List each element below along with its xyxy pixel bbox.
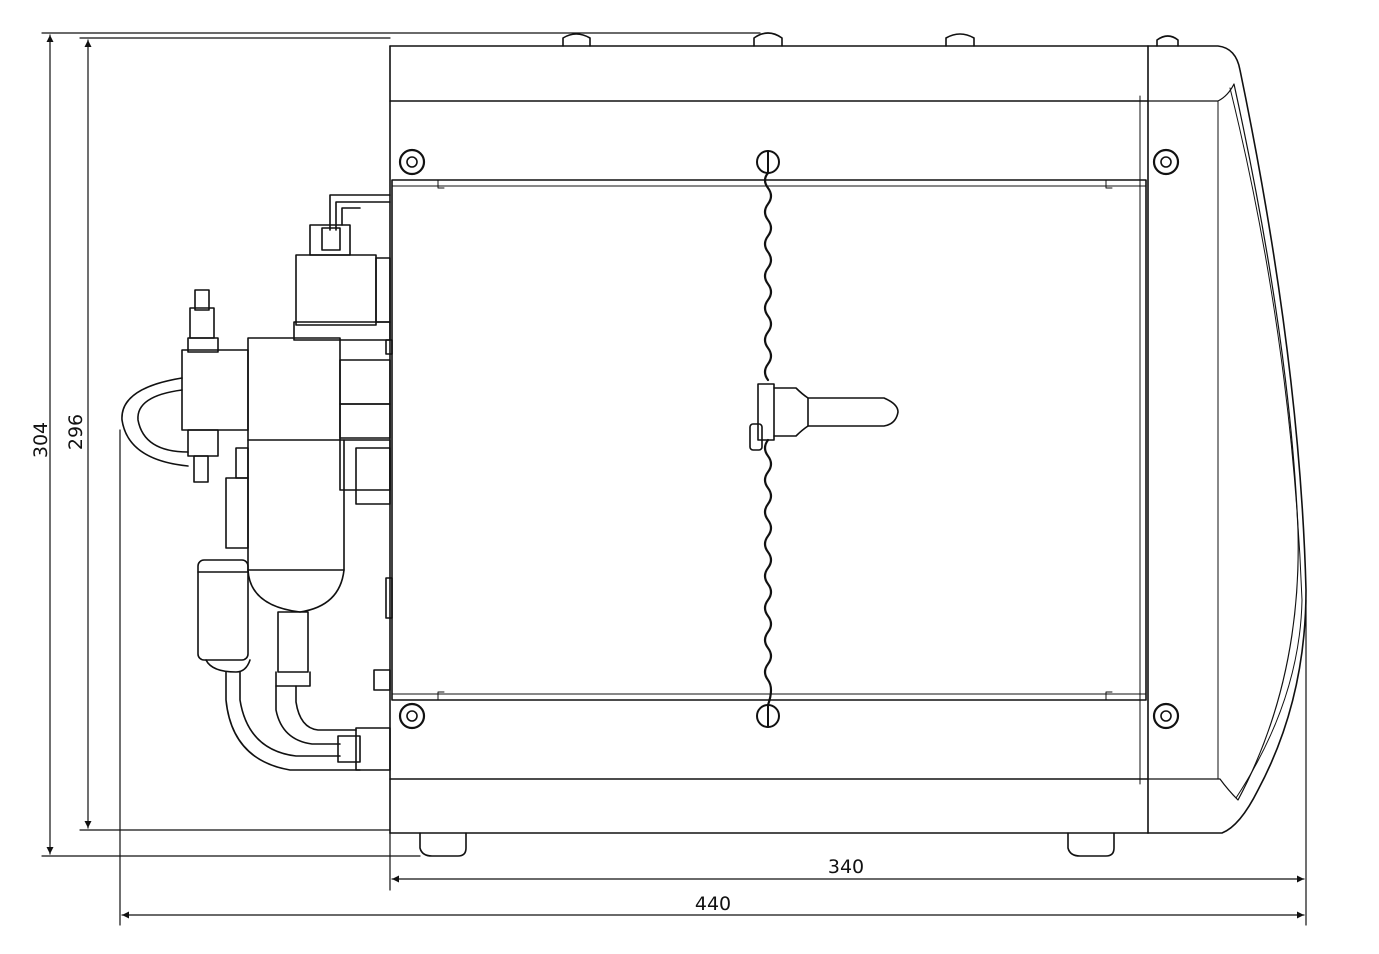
dimensions xyxy=(41,32,1307,926)
dim-label-housing-width: 340 xyxy=(828,856,864,878)
dim-label-overall-height: 304 xyxy=(30,422,52,458)
side-components xyxy=(121,194,393,771)
top-fittings xyxy=(562,32,1179,47)
front-bezel xyxy=(1147,45,1307,834)
latch-handle xyxy=(749,383,899,451)
feet xyxy=(419,832,1115,857)
center-cord xyxy=(756,150,780,728)
dim-label-overall-width: 440 xyxy=(695,893,731,915)
housing xyxy=(389,45,1307,834)
corner-screws xyxy=(398,148,1180,730)
dim-label-housing-height: 296 xyxy=(65,414,87,450)
